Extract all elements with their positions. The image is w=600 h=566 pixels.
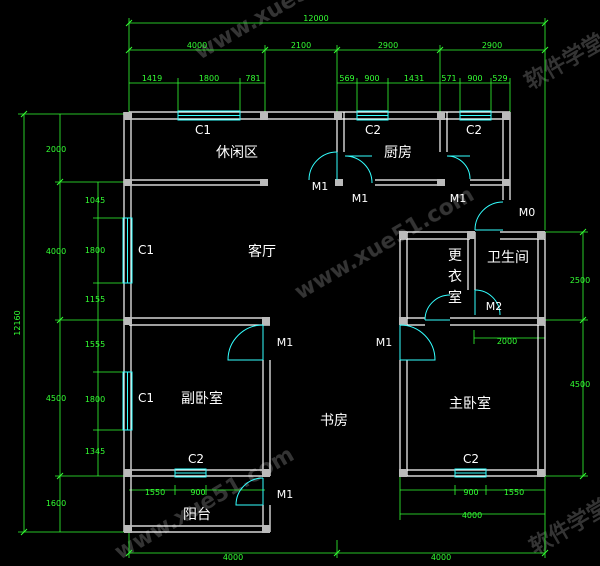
dim-lower-right-a: 900 [463, 488, 478, 497]
label-c2-kitchen: C2 [365, 123, 381, 137]
room-master-bedroom: 主卧室 [449, 395, 491, 412]
dimension-texts: 12000 4000 2100 2900 2900 1419 1800 781 … [13, 14, 590, 562]
dimension-ticks [20, 19, 587, 557]
dim-top-a: 4000 [187, 41, 207, 50]
doors [227, 151, 504, 506]
dim-top-detail-8: 900 [467, 74, 482, 83]
wall-posts [124, 112, 545, 533]
dim-top-detail-6: 1431 [404, 74, 424, 83]
label-c2-right: C2 [466, 123, 482, 137]
dim-bath-width: 2000 [497, 337, 517, 346]
dim-top-detail-4: 569 [339, 74, 354, 83]
dim-left-a: 2000 [46, 145, 66, 154]
label-m1-balcony: M1 [277, 488, 294, 501]
dim-top-detail-3: 781 [245, 74, 260, 83]
dim-right-b: 4500 [570, 380, 590, 389]
dim-left-detail-3: 1155 [85, 295, 105, 304]
label-m1-right: M1 [450, 192, 467, 205]
dim-left-total: 12160 [13, 310, 22, 335]
dim-left-d: 1600 [46, 499, 66, 508]
label-c1-bedroom: C1 [138, 391, 154, 405]
room-balcony: 阳台 [183, 507, 211, 523]
window-c1-leisure [177, 110, 241, 121]
door-m1-right [446, 155, 471, 180]
room-dressing-2: 衣 [448, 269, 462, 285]
dim-top-detail-5: 900 [364, 74, 379, 83]
label-c1-living: C1 [138, 243, 154, 257]
label-m1-bedroom: M1 [277, 336, 294, 349]
door-m1-balcony [235, 477, 264, 506]
dim-lower-left-a: 1550 [145, 488, 165, 497]
window-c1-bedroom [122, 371, 133, 431]
dim-left-detail-5: 1800 [85, 395, 105, 404]
room-dressing-3: 室 [448, 289, 462, 306]
label-c2-master: C2 [463, 452, 479, 466]
dim-top-d: 2900 [482, 41, 502, 50]
door-m1-kitchen [344, 155, 373, 184]
window-c2-kitchen [356, 110, 389, 121]
windows [122, 110, 492, 478]
dim-top-detail-9: 529 [492, 74, 507, 83]
door-m2-bath [474, 289, 501, 316]
label-m0: M0 [519, 206, 536, 219]
label-m1-left: M1 [312, 180, 329, 193]
dim-left-c: 4500 [46, 394, 66, 403]
dim-right-a: 2500 [570, 276, 590, 285]
dim-top-detail-7: 571 [441, 74, 456, 83]
dim-lower-right-total: 4000 [462, 511, 482, 520]
room-leisure: 休闲区 [216, 145, 258, 161]
door-m1-left [308, 151, 338, 181]
door-m2-dressing [424, 294, 451, 321]
window-c2-right [459, 110, 492, 121]
dim-left-detail-4: 1555 [85, 340, 105, 349]
room-bathroom: 卫生间 [487, 250, 529, 266]
room-living: 客厅 [248, 243, 276, 260]
dim-lower-right-b: 1550 [504, 488, 524, 497]
window-c2-bedroom [174, 468, 207, 478]
dim-top-total: 12000 [303, 14, 328, 23]
dim-top-b: 2100 [291, 41, 311, 50]
door-m1-study [399, 324, 436, 361]
door-m1-bedroom [227, 324, 264, 361]
dim-lower-left-b: 900 [190, 488, 205, 497]
dim-left-detail-1: 1045 [85, 196, 105, 205]
dim-left-b: 4000 [46, 247, 66, 256]
element-labels: C1 C2 C2 C1 C1 C2 C2 M1 M1 M1 M0 M2 M1 M… [138, 123, 535, 501]
label-c2-bedroom: C2 [188, 452, 204, 466]
room-second-bedroom: 副卧室 [181, 390, 223, 407]
label-m2-bath: M2 [486, 300, 503, 313]
label-m1-study: M1 [376, 336, 393, 349]
window-c2-master [454, 468, 487, 478]
dim-bottom-b: 4000 [431, 553, 451, 562]
dim-left-detail-2: 1800 [85, 246, 105, 255]
door-m0 [474, 201, 504, 231]
window-c1-living [122, 217, 133, 284]
dim-top-detail-1: 1419 [142, 74, 162, 83]
room-kitchen: 厨房 [384, 145, 412, 161]
dim-top-c: 2900 [378, 41, 398, 50]
label-c1-leisure: C1 [195, 123, 211, 137]
dim-bottom-a: 4000 [223, 553, 243, 562]
room-study: 书房 [320, 413, 348, 429]
room-labels: 休闲区 厨房 客厅 更 衣 室 卫生间 副卧室 书房 主卧室 阳台 [181, 145, 529, 523]
room-dressing-1: 更 [448, 248, 462, 264]
dim-left-detail-6: 1345 [85, 447, 105, 456]
label-m1-kitchen: M1 [352, 192, 369, 205]
dim-top-detail-2: 1800 [199, 74, 219, 83]
